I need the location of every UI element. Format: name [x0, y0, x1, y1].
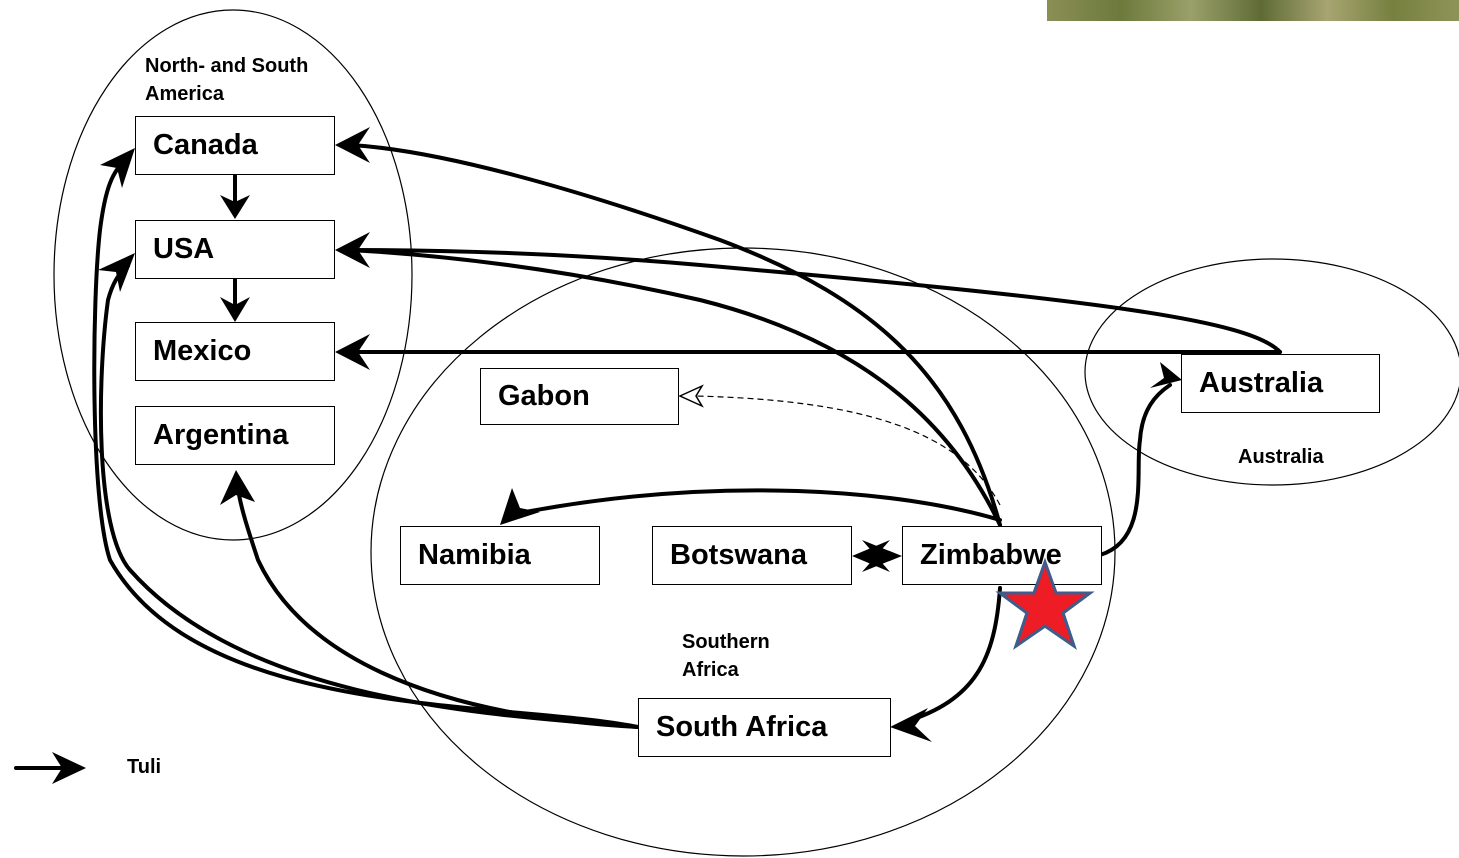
arrowhead-canada-right — [335, 127, 370, 163]
node-canada: Canada — [135, 116, 335, 175]
arrow-australia-usa — [348, 248, 1282, 354]
node-gabon: Gabon — [480, 368, 679, 425]
node-usa: USA — [135, 220, 335, 279]
node-argentina: Argentina — [135, 406, 335, 465]
arrow-zimbabwe-usa — [348, 248, 1002, 527]
legend-arrowhead — [52, 752, 86, 784]
arrow-zimbabwe-namibia — [518, 488, 1002, 522]
arrowhead-usa-right — [335, 232, 370, 268]
region-label-southern-africa: Southern Africa — [682, 631, 770, 681]
node-south-africa: South Africa — [638, 698, 891, 757]
photo-strip — [1047, 0, 1459, 21]
node-botswana: Botswana — [652, 526, 852, 585]
arrowhead-argentina — [220, 470, 255, 505]
region-label-americas: North- and South America — [145, 55, 309, 105]
arrowhead-australia — [1150, 362, 1182, 388]
dashed-arrowhead-gabon — [678, 384, 704, 408]
region-label-australia: Australia — [1238, 446, 1324, 468]
arrow-zimbabwe-canada — [348, 143, 1002, 527]
region-americas-ellipse — [53, 9, 413, 541]
arrow-zimbabwe-australia — [1098, 383, 1172, 557]
arrowhead-zimbabwe-botswana — [862, 540, 902, 572]
arrow-south-africa-usa — [98, 264, 640, 729]
arrow-zimbabwe-gabon-dashed — [694, 395, 1001, 506]
node-mexico: Mexico — [135, 322, 335, 381]
legend-label: Tuli — [127, 756, 162, 778]
arrowhead-namibia — [500, 488, 540, 525]
arrowhead-usa-from-canada — [220, 195, 250, 219]
arrowhead-south-africa — [890, 708, 932, 742]
arrowhead-canada-left — [100, 148, 135, 188]
arrow-zimbabwe-south-africa — [903, 586, 1002, 724]
arrow-south-africa-argentina — [236, 486, 640, 729]
arrowhead-usa-left — [98, 253, 135, 292]
arrowhead-mexico-right — [335, 334, 370, 370]
arrowhead-mexico-from-usa — [220, 297, 250, 322]
region-australia-ellipse — [1084, 258, 1459, 486]
node-australia: Australia — [1181, 354, 1380, 413]
node-namibia: Namibia — [400, 526, 600, 585]
node-zimbabwe: Zimbabwe — [902, 526, 1102, 585]
